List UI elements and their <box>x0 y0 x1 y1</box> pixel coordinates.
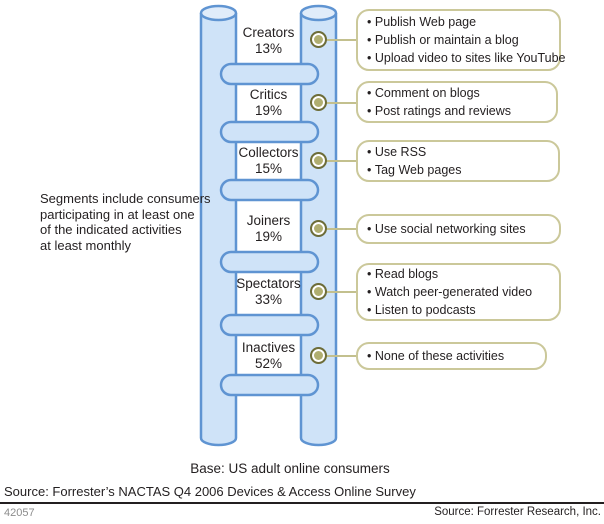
activity-item: Post ratings and reviews <box>367 102 552 120</box>
segment-label-creators: Creators 13% <box>236 25 301 57</box>
callout-bubble-creators: Publish Web page Publish or maintain a b… <box>356 9 566 71</box>
connector-line-spectators <box>319 291 357 293</box>
connector-line-inactives <box>319 355 357 357</box>
activity-item: Watch peer-generated video <box>367 283 555 301</box>
connector-line-joiners <box>319 228 357 230</box>
connector-dot-icon <box>310 347 327 364</box>
ladder-rung-4 <box>219 250 320 274</box>
ladder-graphic <box>199 4 338 447</box>
activity-item: Use RSS <box>367 143 554 161</box>
connector-dot-icon <box>310 152 327 169</box>
activity-item: Upload video to sites like YouTube <box>367 49 566 67</box>
segment-label-critics: Critics 19% <box>236 87 301 119</box>
footer-source-credit: Source: Forrester Research, Inc. <box>434 506 601 518</box>
activity-item: Publish or maintain a blog <box>367 31 555 49</box>
connector-line-creators <box>319 39 357 41</box>
callout-bubble-inactives: None of these activities <box>356 342 547 370</box>
footer-divider <box>0 502 604 504</box>
segment-name: Critics <box>249 87 288 102</box>
activity-item: Comment on blogs <box>367 84 552 102</box>
segment-label-spectators: Spectators 33% <box>236 276 301 308</box>
connector-dot-icon <box>310 94 327 111</box>
segment-pct: 15% <box>254 161 283 176</box>
segment-pct: 33% <box>254 292 283 307</box>
segment-label-inactives: Inactives 52% <box>236 340 301 372</box>
ladder-right-rail-top-cap <box>299 4 338 22</box>
segment-name: Creators <box>242 25 295 40</box>
segment-label-collectors: Collectors 15% <box>236 145 301 177</box>
segment-name: Collectors <box>238 145 299 160</box>
activity-item: Read blogs <box>367 265 555 283</box>
segment-pct: 19% <box>254 229 283 244</box>
connector-line-critics <box>319 102 357 104</box>
ladder-left-rail-top-cap <box>199 4 238 22</box>
ladder-rung-2 <box>219 120 320 144</box>
ladder-rung-3 <box>219 178 320 202</box>
connector-dot-icon <box>310 220 327 237</box>
segment-pct: 13% <box>254 41 283 56</box>
ladder-rung-1 <box>219 62 320 86</box>
callout-bubble-joiners: Use social networking sites <box>356 214 561 244</box>
segment-pct: 52% <box>254 356 283 371</box>
segment-label-joiners: Joiners 19% <box>236 213 301 245</box>
base-note: Base: US adult online consumers <box>190 461 390 476</box>
callout-bubble-critics: Comment on blogs Post ratings and review… <box>356 81 558 123</box>
figure-number: 42057 <box>4 507 35 519</box>
callout-bubble-collectors: Use RSS Tag Web pages <box>356 140 560 182</box>
source-note: Source: Forrester’s NACTAS Q4 2006 Devic… <box>4 484 416 499</box>
activity-item: Listen to podcasts <box>367 301 555 319</box>
ladder-rung-6 <box>219 373 320 397</box>
callout-bubble-spectators: Read blogs Watch peer-generated video Li… <box>356 263 561 321</box>
activity-item: None of these activities <box>367 347 541 365</box>
ladder-rung-5 <box>219 313 320 337</box>
connector-dot-icon <box>310 283 327 300</box>
segment-pct: 19% <box>254 103 283 118</box>
connector-dot-icon <box>310 31 327 48</box>
connector-line-collectors <box>319 160 357 162</box>
segments-note: Segments include consumers participating… <box>40 191 211 253</box>
activity-item: Tag Web pages <box>367 161 554 179</box>
activity-item: Use social networking sites <box>367 220 555 238</box>
segment-name: Inactives <box>241 340 296 355</box>
segment-name: Spectators <box>236 276 301 291</box>
activity-item: Publish Web page <box>367 13 555 31</box>
segment-name: Joiners <box>246 213 291 228</box>
ladder-left-rail <box>199 13 238 447</box>
